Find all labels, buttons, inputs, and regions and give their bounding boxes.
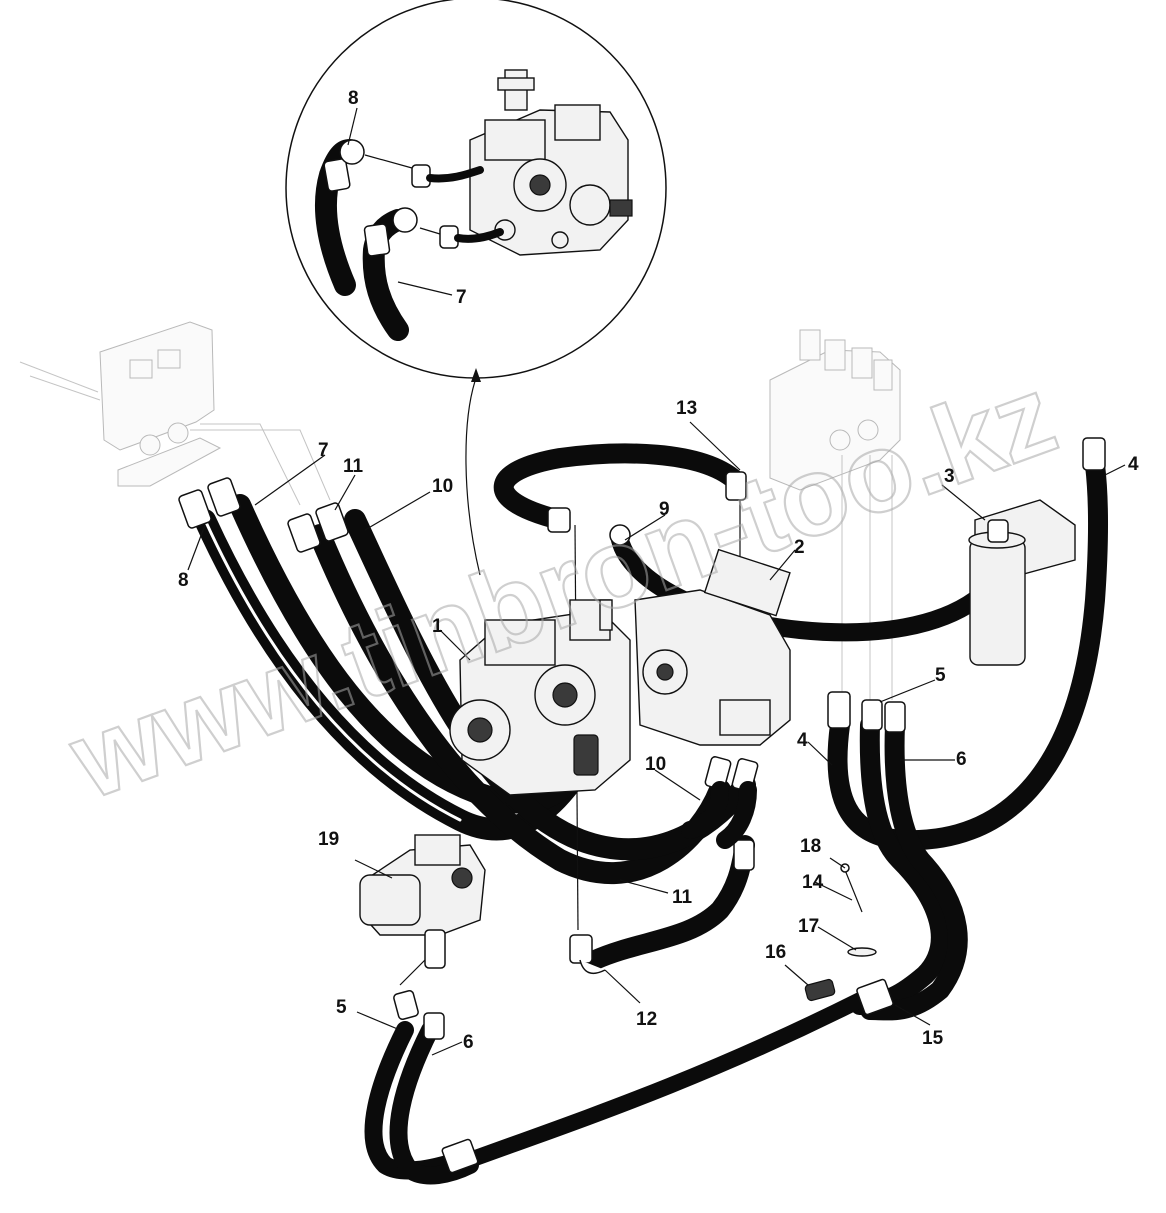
callout-9: 9 [659, 499, 670, 520]
callout-6-bottom: 6 [463, 1032, 474, 1053]
pump-inset [469, 69, 633, 256]
callout-11-top: 11 [343, 456, 364, 477]
control-valve-right-faint [769, 329, 901, 700]
callout-19: 19 [318, 829, 339, 850]
callout-6-right: 6 [956, 749, 967, 770]
callout-7-main: 7 [318, 440, 329, 461]
filter-assembly [968, 499, 1076, 666]
callout-7-inset: 7 [456, 287, 467, 308]
callout-4-right: 4 [797, 730, 808, 751]
secondary-pump [634, 548, 791, 746]
callout-8-inset: 8 [348, 88, 359, 109]
callout-5-bottom: 5 [336, 997, 347, 1018]
inset-pointer [465, 368, 481, 576]
main-pump [449, 599, 631, 796]
callout-leaders [187, 107, 1126, 1056]
callout-10-bottom: 10 [645, 754, 666, 775]
callout-13: 13 [676, 398, 697, 419]
callout-18: 18 [800, 836, 821, 857]
hose-12 [569, 756, 759, 975]
auxiliary-motor [359, 834, 486, 969]
callout-11-bottom: 11 [672, 887, 693, 908]
hose-bundle-bottom [364, 954, 894, 1185]
callout-3: 3 [944, 466, 955, 487]
control-valve-left-faint [19, 321, 331, 506]
hose-13 [493, 443, 747, 931]
callout-4-top: 4 [1128, 454, 1139, 475]
callout-12: 12 [636, 1009, 657, 1030]
callout-17: 17 [798, 916, 819, 937]
callout-8-main: 8 [178, 570, 189, 591]
callout-16: 16 [765, 942, 786, 963]
callout-5-right: 5 [935, 665, 946, 686]
callout-1: 1 [432, 616, 443, 637]
callout-15: 15 [922, 1028, 944, 1049]
detail-inset-circle [285, 0, 667, 379]
callout-2: 2 [794, 537, 805, 558]
small-parts [804, 857, 877, 1002]
hose-bundle-right [827, 437, 1109, 1021]
callout-labels: 8 7 13 9 2 3 4 1 7 11 10 8 5 4 6 10 11 1… [178, 88, 1139, 1053]
callout-10-top: 10 [432, 476, 453, 497]
callout-14: 14 [802, 872, 824, 893]
